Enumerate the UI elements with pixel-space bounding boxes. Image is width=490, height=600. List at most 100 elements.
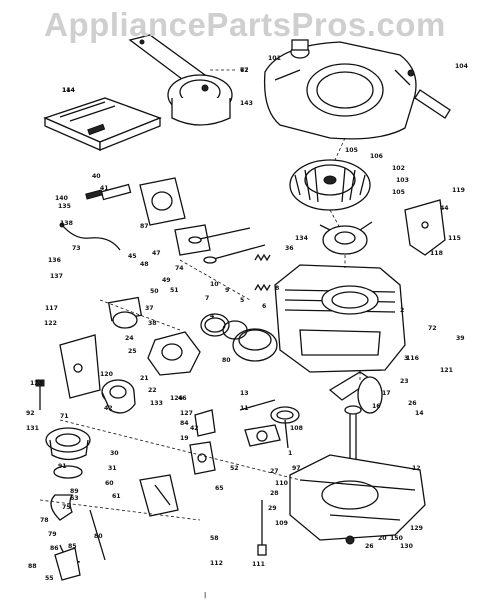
part-number-label: 137 <box>50 273 63 280</box>
part-number-label: 112 <box>210 560 223 567</box>
part-number-label: 110 <box>275 480 289 487</box>
part-number-label: 63 <box>70 495 79 502</box>
oil-filter <box>45 427 91 479</box>
flywheel <box>289 159 371 211</box>
part-number-label: 102 <box>392 165 405 172</box>
part-number-label: 143 <box>240 100 253 107</box>
part-number-label: 5 <box>240 297 244 304</box>
bottom-mark: | <box>204 592 206 600</box>
part-number-label: 26 <box>365 543 374 550</box>
starter-cup <box>319 221 373 255</box>
leader-lines <box>39 137 361 521</box>
part-number-label: 36 <box>285 245 294 252</box>
part-number-label: 101 <box>268 55 281 62</box>
part-number-label: 58 <box>210 535 219 542</box>
part-number-label: 55 <box>45 575 54 582</box>
part-number-label: 22 <box>148 387 157 394</box>
part-number-label: 130 <box>400 543 414 550</box>
part-number-label: 23 <box>400 378 409 385</box>
part-number-label: 45 <box>128 253 137 260</box>
part-number-label: 92 <box>26 410 35 417</box>
part-number-label: 133 <box>150 400 163 407</box>
part-number-label: 122 <box>44 320 57 327</box>
part-number-label: 3 <box>404 355 408 362</box>
part-number-label: 144 <box>62 87 76 94</box>
part-number-label: 138 <box>60 220 73 227</box>
muffler <box>101 379 136 414</box>
valves-springs <box>188 227 271 292</box>
part-number-label: 80 <box>94 533 103 540</box>
part-number-label: 117 <box>45 305 58 312</box>
part-number-label: 28 <box>270 490 279 497</box>
part-number-label: 78 <box>40 517 49 524</box>
part-number-label: 73 <box>72 245 81 252</box>
part-number-label: 41 <box>100 185 109 192</box>
part-number-label: 37 <box>145 305 154 312</box>
part-number-label: 123 <box>30 380 43 387</box>
part-number-label: 119 <box>452 187 465 194</box>
part-number-label: 39 <box>456 335 465 342</box>
part-number-label: 65 <box>215 485 224 492</box>
part-number-label: 12 <box>412 465 421 472</box>
part-number-label: 97 <box>292 465 301 472</box>
part-number-label: 62 <box>240 67 249 74</box>
part-number-label: 2 <box>400 307 404 314</box>
part-number-label: 13 <box>240 390 249 397</box>
part-number-label: 116 <box>406 355 419 362</box>
tank-bracket <box>59 334 101 399</box>
part-number-label: 21 <box>140 375 149 382</box>
part-number-label: 89 <box>70 488 79 495</box>
part-number-label: 1 <box>288 450 292 457</box>
part-number-label: 105 <box>345 147 358 154</box>
part-number-label: 126 <box>170 395 183 402</box>
camshaft-gear <box>239 399 300 449</box>
part-number-label: 31 <box>108 465 117 472</box>
part-number-label: 9 <box>225 287 229 294</box>
part-number-label: 61 <box>112 493 121 500</box>
part-number-label: 106 <box>370 153 383 160</box>
part-number-label: 74 <box>175 265 184 272</box>
part-number-label: 121 <box>440 367 453 374</box>
part-number-label: 50 <box>150 288 159 295</box>
piston-assembly <box>200 313 278 362</box>
part-number-label: 129 <box>410 525 423 532</box>
part-number-label: 42 <box>104 405 113 412</box>
part-number-label: 44 <box>440 205 449 212</box>
part-number-label: 7 <box>205 295 209 302</box>
part-number-label: 6 <box>262 303 266 310</box>
part-number-label: 71 <box>60 413 69 420</box>
crankshaft <box>328 371 383 460</box>
part-number-label: 108 <box>290 425 303 432</box>
part-number-label: 135 <box>58 203 71 210</box>
part-number-label: 29 <box>268 505 277 512</box>
part-number-label: 8 <box>275 285 279 292</box>
part-number-label: 42 <box>190 425 199 432</box>
part-number-label: 4 <box>210 313 215 320</box>
part-number-label: 30 <box>110 450 119 457</box>
part-number-label: 118 <box>430 250 443 257</box>
fuel-line <box>59 222 121 251</box>
part-number-label: 87 <box>140 223 149 230</box>
part-labels: 7714414310110510610210310510411944115118… <box>26 55 469 582</box>
part-number-label: 38 <box>148 320 157 327</box>
spark-plug <box>85 183 132 201</box>
bolt-left <box>35 379 45 410</box>
air-filter-element <box>43 97 162 151</box>
part-number-label: 16 <box>372 403 381 410</box>
part-number-label: 75 <box>62 504 71 511</box>
carburetor <box>107 296 201 376</box>
part-number-label: 10 <box>210 281 219 288</box>
part-number-label: 11 <box>240 405 249 412</box>
part-number-label: 77 <box>240 67 249 74</box>
part-number-label: 136 <box>48 257 61 264</box>
part-number-label: 47 <box>152 250 161 257</box>
part-number-label: 150 <box>390 535 404 542</box>
part-number-label: 131 <box>26 425 39 432</box>
baffle-plate <box>404 199 446 256</box>
part-number-label: 127 <box>180 410 193 417</box>
part-number-label: 109 <box>275 520 288 527</box>
part-number-label: 72 <box>428 325 437 332</box>
pin-109 <box>257 500 267 556</box>
part-number-label: 80 <box>222 357 231 364</box>
